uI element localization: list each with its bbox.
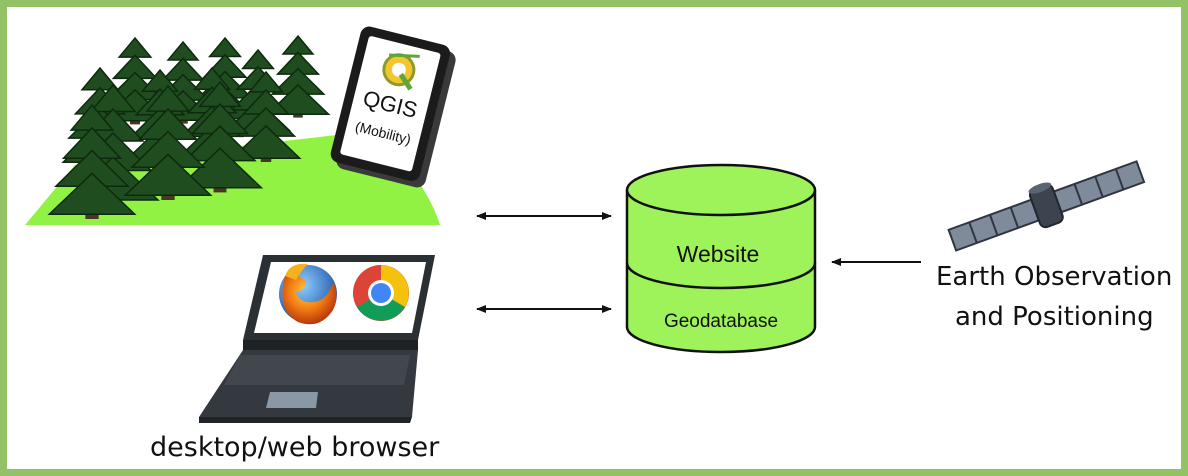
database-top-label: Website	[677, 241, 760, 267]
tree-foliage	[176, 147, 264, 189]
tree-icon	[230, 70, 302, 162]
tree-foliage	[47, 172, 137, 215]
tree-icon	[47, 103, 137, 219]
tree-foliage	[123, 153, 213, 196]
satellite-icon	[947, 160, 1146, 252]
database-icon	[625, 163, 817, 354]
qgis-mobile-phone: QGIS (Mobility)	[330, 26, 456, 188]
firefox-icon	[279, 263, 337, 325]
tree-foliage	[230, 124, 302, 159]
qgis-logo-icon	[382, 53, 420, 91]
laptop-icon	[199, 255, 435, 423]
satellite-label-line2: and Positioning	[955, 302, 1154, 332]
tree-icon	[123, 84, 213, 200]
browser-label: desktop/web browser	[150, 432, 440, 463]
tree-icon	[176, 80, 264, 193]
chrome-icon	[353, 265, 409, 321]
satellite-label-line1: Earth Observation	[936, 262, 1173, 292]
database-bottom-label: Geodatabase	[664, 311, 778, 332]
forest	[47, 34, 331, 219]
